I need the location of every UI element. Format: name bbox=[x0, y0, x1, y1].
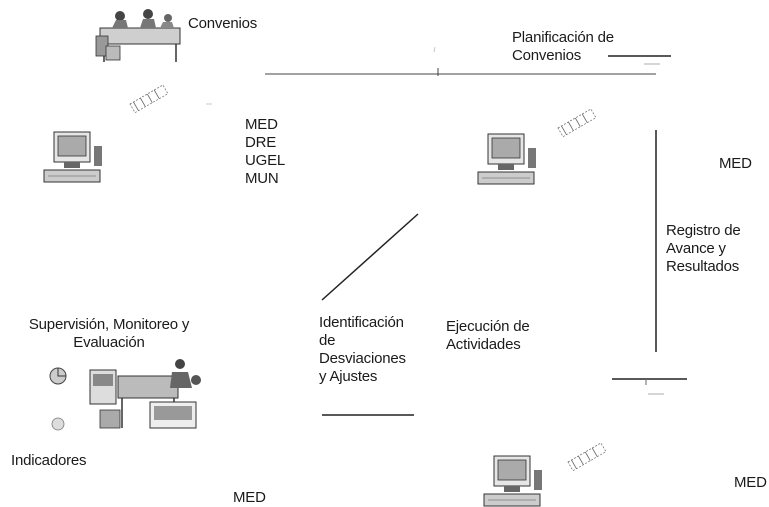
supervision-label: Supervisión, Monitoreo y Evaluación bbox=[28, 316, 190, 351]
meeting-people-icon bbox=[95, 9, 181, 62]
small-circle-icon bbox=[51, 417, 65, 431]
identificacion-label: Identificación de Desviaciones y Ajustes bbox=[319, 314, 406, 385]
connector-icon bbox=[129, 84, 169, 114]
registro-label: Registro de Avance y Resultados bbox=[666, 222, 741, 275]
indicadores-label: Indicadores bbox=[11, 452, 87, 469]
entities-label: MED DRE UGEL MUN bbox=[245, 116, 286, 187]
med-right-label: MED bbox=[719, 155, 752, 172]
office-desk-icon bbox=[89, 359, 201, 429]
ejecucion-label: Ejecución de Actividades bbox=[446, 318, 530, 353]
connector-icon bbox=[567, 442, 607, 472]
chart-circle-icon bbox=[49, 367, 67, 385]
computer-workstation-icon bbox=[477, 133, 536, 185]
med-bottom-right-label: MED bbox=[734, 474, 767, 491]
diagonal-line bbox=[321, 213, 419, 301]
convenios-label: Convenios bbox=[188, 15, 258, 32]
med-bottom-left-label: MED bbox=[233, 489, 266, 506]
connector-icon bbox=[557, 108, 597, 138]
computer-workstation-icon bbox=[43, 131, 102, 183]
planificacion-label: Planificación de Convenios bbox=[512, 29, 614, 64]
computer-workstation-icon bbox=[483, 455, 542, 507]
tiny-mark-b bbox=[433, 46, 436, 53]
